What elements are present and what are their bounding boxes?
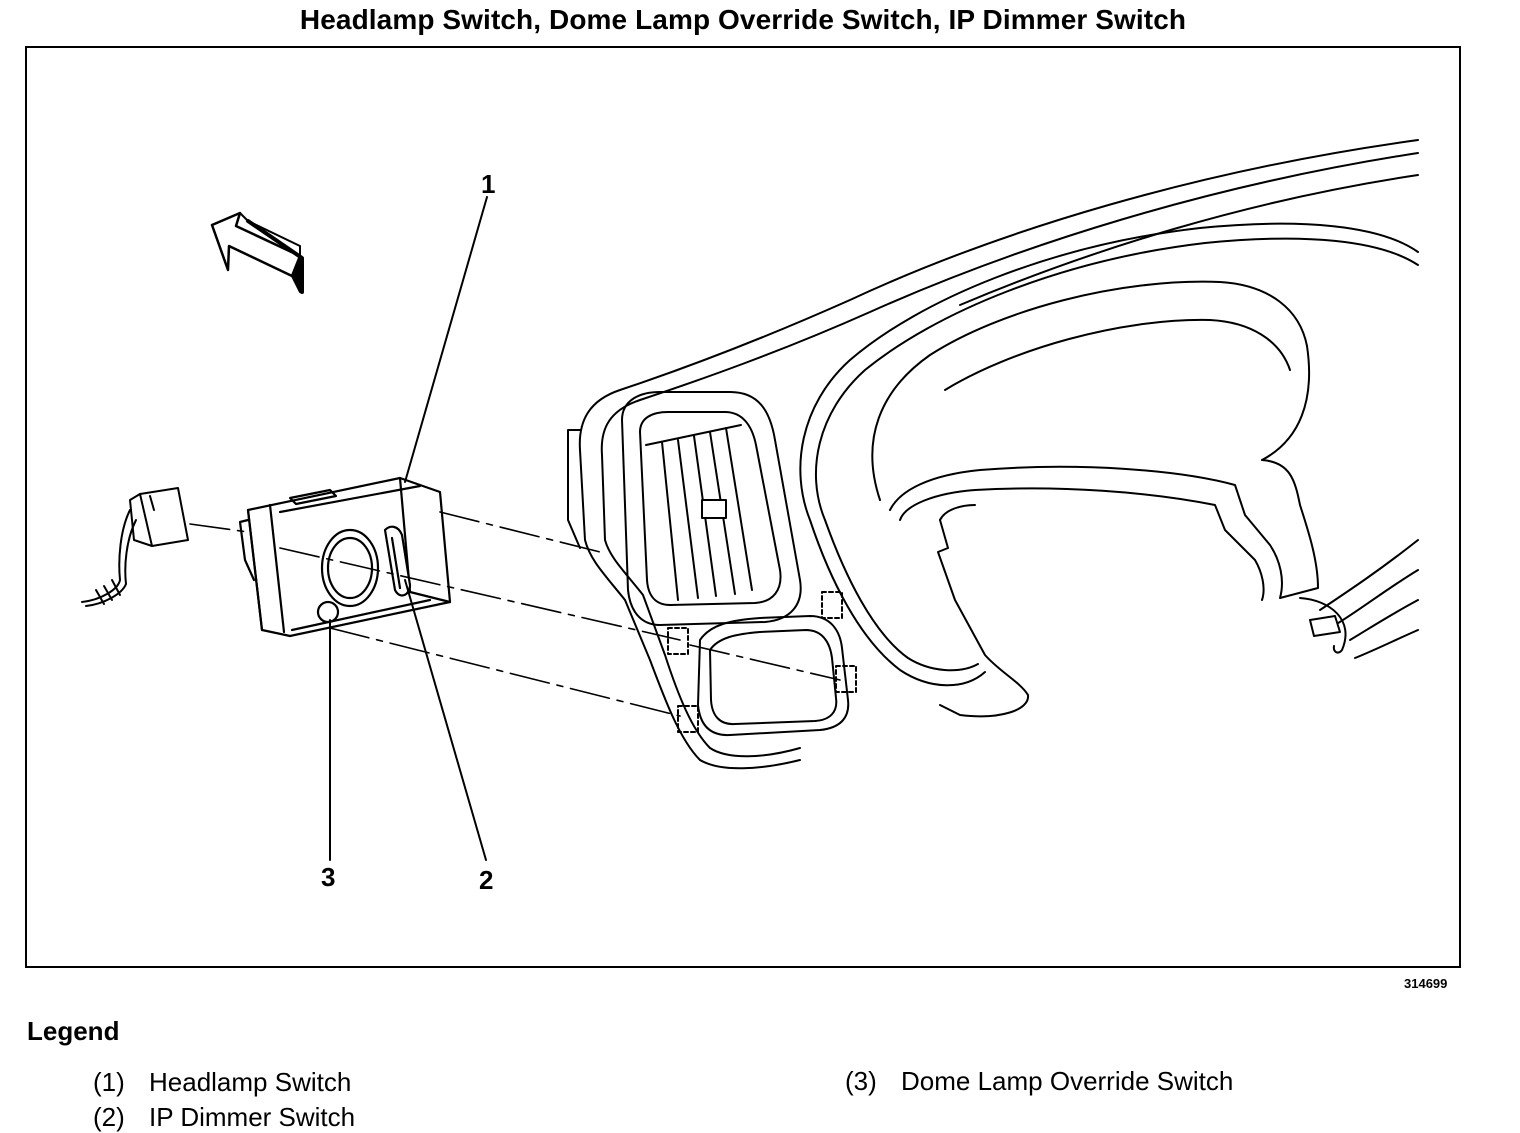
callout-2: 2 <box>479 865 493 895</box>
legend-number: (3) <box>845 1066 877 1096</box>
figure-id: 314699 <box>1404 976 1448 991</box>
legend-item: (3) Dome Lamp Override Switch <box>845 1066 1233 1097</box>
switch-opening <box>667 591 857 737</box>
instrument-panel <box>567 139 1419 770</box>
arrow-icon <box>210 211 304 294</box>
air-vent <box>621 391 802 626</box>
legend-label: Dome Lamp Override Switch <box>901 1066 1234 1096</box>
legend-label: IP Dimmer Switch <box>149 1102 356 1132</box>
alignment-lines <box>189 511 841 717</box>
legend-label: Headlamp Switch <box>149 1067 352 1097</box>
legend-item: (1) Headlamp Switch <box>93 1067 351 1098</box>
diagram-title: Headlamp Switch, Dome Lamp Override Swit… <box>299 4 1187 35</box>
callout-3: 3 <box>321 862 335 892</box>
headlamp-switch-assembly <box>238 476 452 638</box>
legend-number: (1) <box>93 1067 125 1097</box>
callout-1: 1 <box>481 169 495 199</box>
connector-harness <box>81 487 189 607</box>
legend-heading: Legend <box>27 1016 120 1046</box>
illustration-frame <box>25 46 1461 968</box>
legend-number: (2) <box>93 1102 125 1132</box>
leader-lines <box>329 196 488 861</box>
legend-item: (2) IP Dimmer Switch <box>93 1102 355 1133</box>
